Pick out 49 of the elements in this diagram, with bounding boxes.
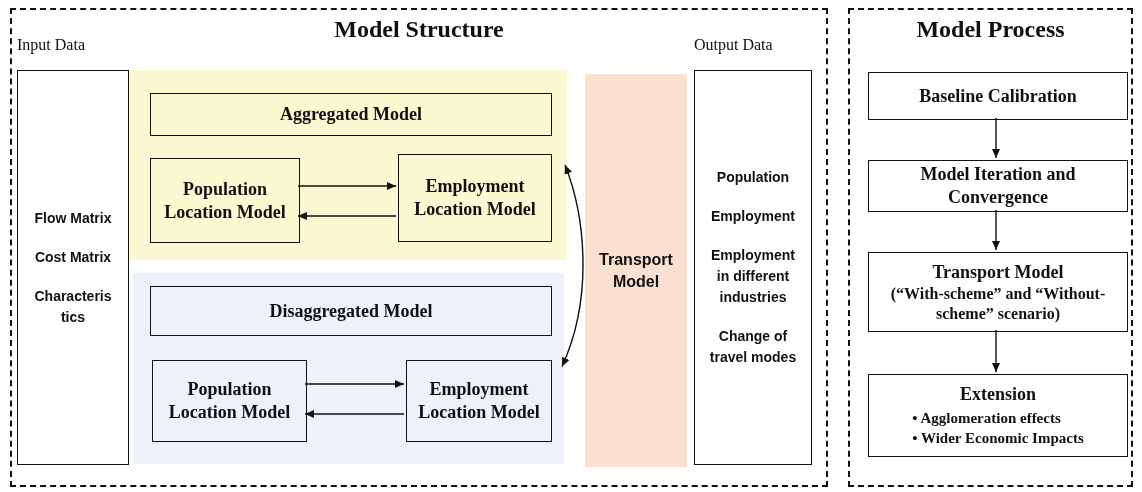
data-item: Employment: [711, 207, 795, 226]
arrow: [564, 164, 584, 266]
box-subtitle: (“With-scheme” and “Without-scheme” scenario): [889, 283, 1107, 324]
process-box: [150, 93, 552, 136]
data-item: Employment in different industries: [710, 246, 796, 307]
box-label: Disaggregated Model: [269, 299, 433, 323]
bullet-item: • Agglomeration effects: [912, 409, 1062, 428]
arrow: [304, 410, 405, 418]
process-box: [152, 360, 307, 442]
data-item: Characteris tics: [33, 286, 113, 327]
box-label: Transport Model: [598, 249, 674, 292]
group-panel: [133, 273, 564, 464]
arrow: [992, 117, 1000, 159]
column-heading: Output Data: [694, 36, 773, 54]
data-item: Cost Matrix: [34, 247, 112, 267]
data-item: Population: [716, 168, 790, 187]
column-heading: Input Data: [17, 36, 85, 54]
data-item: Change of travel modes: [708, 327, 798, 367]
box-label: Employment Location Model: [413, 175, 537, 221]
process-box: [868, 160, 1128, 212]
process-box: [406, 360, 552, 442]
box-label: Extension: [960, 383, 1036, 406]
box-label: Aggregated Model: [279, 103, 423, 126]
dashed-frame: [848, 8, 1133, 487]
box-label: Population Location Model: [163, 177, 287, 224]
process-box: [868, 72, 1128, 120]
arrow: [297, 182, 397, 190]
section-title: Model Process: [915, 16, 1066, 43]
process-box: [398, 154, 552, 242]
arrow: [304, 380, 405, 388]
box-label: Baseline Calibration: [919, 84, 1077, 108]
box-label: Transport Model: [932, 260, 1064, 284]
arrow: [992, 329, 1000, 373]
process-box: [150, 158, 300, 243]
bullet-item: • Wider Economic Impacts: [912, 429, 1084, 448]
process-box: [868, 374, 1128, 457]
arrow: [561, 264, 584, 368]
process-box: [585, 74, 687, 467]
box-label: Population Location Model: [167, 378, 292, 424]
arrow: [992, 209, 1000, 251]
data-item: Flow Matrix: [34, 208, 112, 228]
arrow: [297, 212, 397, 220]
section-title: Model Structure: [333, 16, 505, 43]
dashed-frame: [10, 8, 828, 487]
process-box: [868, 252, 1128, 332]
box-label: Model Iteration and Convergence: [919, 163, 1077, 209]
group-panel: [129, 70, 567, 260]
process-box: [150, 286, 552, 336]
box-label: Employment Location Model: [417, 378, 541, 424]
